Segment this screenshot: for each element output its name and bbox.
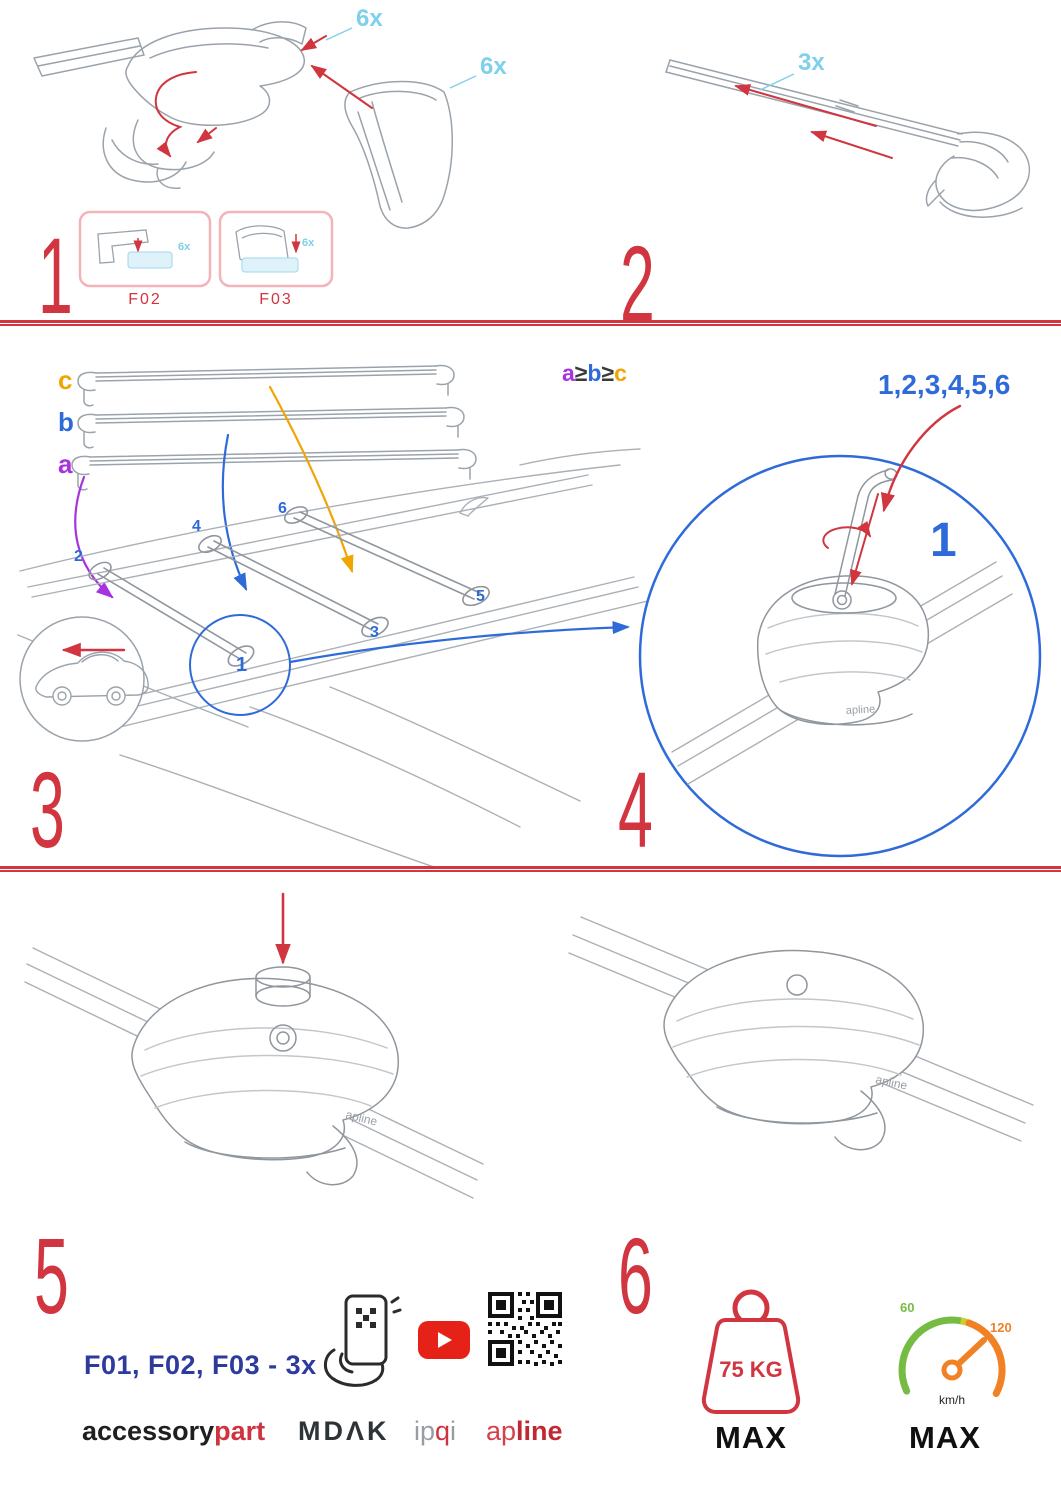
first-position-label: 1 <box>930 514 957 567</box>
detail-highlight-circle <box>189 614 291 716</box>
max-weight-value: 75 KG <box>719 1357 783 1382</box>
section-divider <box>0 320 1061 326</box>
foot-installed-drawing <box>663 949 924 1151</box>
size-formula: a≥b≥c <box>562 360 627 386</box>
step-3-number: 3 <box>30 749 65 870</box>
step-5-number: 5 <box>34 1215 69 1336</box>
step-6-illustration: apline <box>568 916 1034 1151</box>
crossbar-drawing <box>665 59 1031 218</box>
step-2-illustration: 3x <box>665 49 1031 218</box>
crossbars-abc-drawing <box>71 364 477 491</box>
box1-qty-label: 6x <box>178 241 191 253</box>
foot-brand-label: apline <box>846 703 876 717</box>
step-6-number: 6 <box>618 1215 653 1336</box>
brand-accessory-text: accessory <box>82 1416 215 1446</box>
step-5-illustration: apline <box>24 892 484 1199</box>
part-box-f03: 6x F03 <box>218 210 334 308</box>
step-2-number: 2 <box>620 223 655 344</box>
box1-code-label: F02 <box>128 291 162 308</box>
speed-min-value: 60 <box>900 1300 914 1315</box>
tighten-arrows <box>822 404 962 586</box>
car-roof-drawing <box>17 448 649 870</box>
quantity-labels: 6x 6x <box>325 5 507 89</box>
assembly-arrows <box>154 35 373 158</box>
youtube-icon <box>418 1321 470 1359</box>
pos-3: 3 <box>370 624 379 641</box>
foot-exploded-drawing <box>33 21 453 229</box>
brand-accessorypart: accessorypart <box>82 1416 265 1447</box>
pos-1: 1 <box>236 654 247 676</box>
pos-2: 2 <box>74 548 83 565</box>
speed-unit-label: km/h <box>939 1393 965 1407</box>
section-divider <box>0 866 1061 872</box>
step-1-number: 1 <box>38 215 73 336</box>
slide-in-arrows <box>734 84 893 159</box>
foot-detail-drawing <box>756 468 930 726</box>
max-speed-icon: 60 120 km/h <box>898 1300 1012 1407</box>
sequence-label: 1,2,3,4,5,6 <box>878 369 1010 400</box>
foot-brand-label: apline <box>874 1072 909 1092</box>
max-weight-icon: 75 KG <box>701 1289 801 1414</box>
speed-max-label: MAX <box>909 1420 981 1455</box>
box2-qty-label: 6x <box>302 237 315 249</box>
roof-bars-drawing <box>88 506 490 667</box>
bar-routing-arrows <box>74 385 354 599</box>
qty-cover-label: 6x <box>480 53 507 80</box>
pos-4: 4 <box>192 518 201 535</box>
brand-part-text: part <box>214 1416 266 1446</box>
step-1-illustration: 6x 6x 6x F02 6x F03 <box>33 5 507 308</box>
part-box-f02: 6x F02 <box>78 210 212 308</box>
speed-max-value: 120 <box>990 1320 1012 1335</box>
car-side-view <box>35 651 149 706</box>
brand-apline: apline <box>486 1416 563 1446</box>
bar-b-label: b <box>58 407 74 437</box>
step-4-illustration: 1,2,3,4,5,6 1 apline <box>638 369 1042 858</box>
bar-a-label: a <box>58 449 73 479</box>
pos-6: 6 <box>278 500 287 517</box>
qty-bar-label: 3x <box>798 49 825 76</box>
parts-quantity-note: F01, F02, F03 - 3x <box>84 1350 317 1380</box>
foot-brand-label: apline <box>344 1107 379 1128</box>
zoom-circle <box>638 454 1042 858</box>
car-direction-inset <box>19 616 149 742</box>
step-3-illustration: c b a a≥b≥c <box>17 360 649 870</box>
box2-code-label: F03 <box>259 291 293 308</box>
qr-scan-icon <box>324 1294 402 1387</box>
step-4-number: 4 <box>618 749 653 870</box>
qr-code-icon <box>486 1290 564 1368</box>
position-numbers: 2 4 6 3 5 1 <box>74 500 485 676</box>
brand-mdak: MDΛK <box>298 1416 390 1446</box>
qty-cap-label: 6x <box>356 5 383 32</box>
brand-ipqi: ipqi <box>414 1416 457 1446</box>
pos-5: 5 <box>476 588 485 605</box>
weight-max-label: MAX <box>715 1420 787 1455</box>
foot-knob-drawing <box>131 966 400 1186</box>
bar-c-label: c <box>58 365 72 395</box>
zoom-arrow <box>289 620 631 664</box>
